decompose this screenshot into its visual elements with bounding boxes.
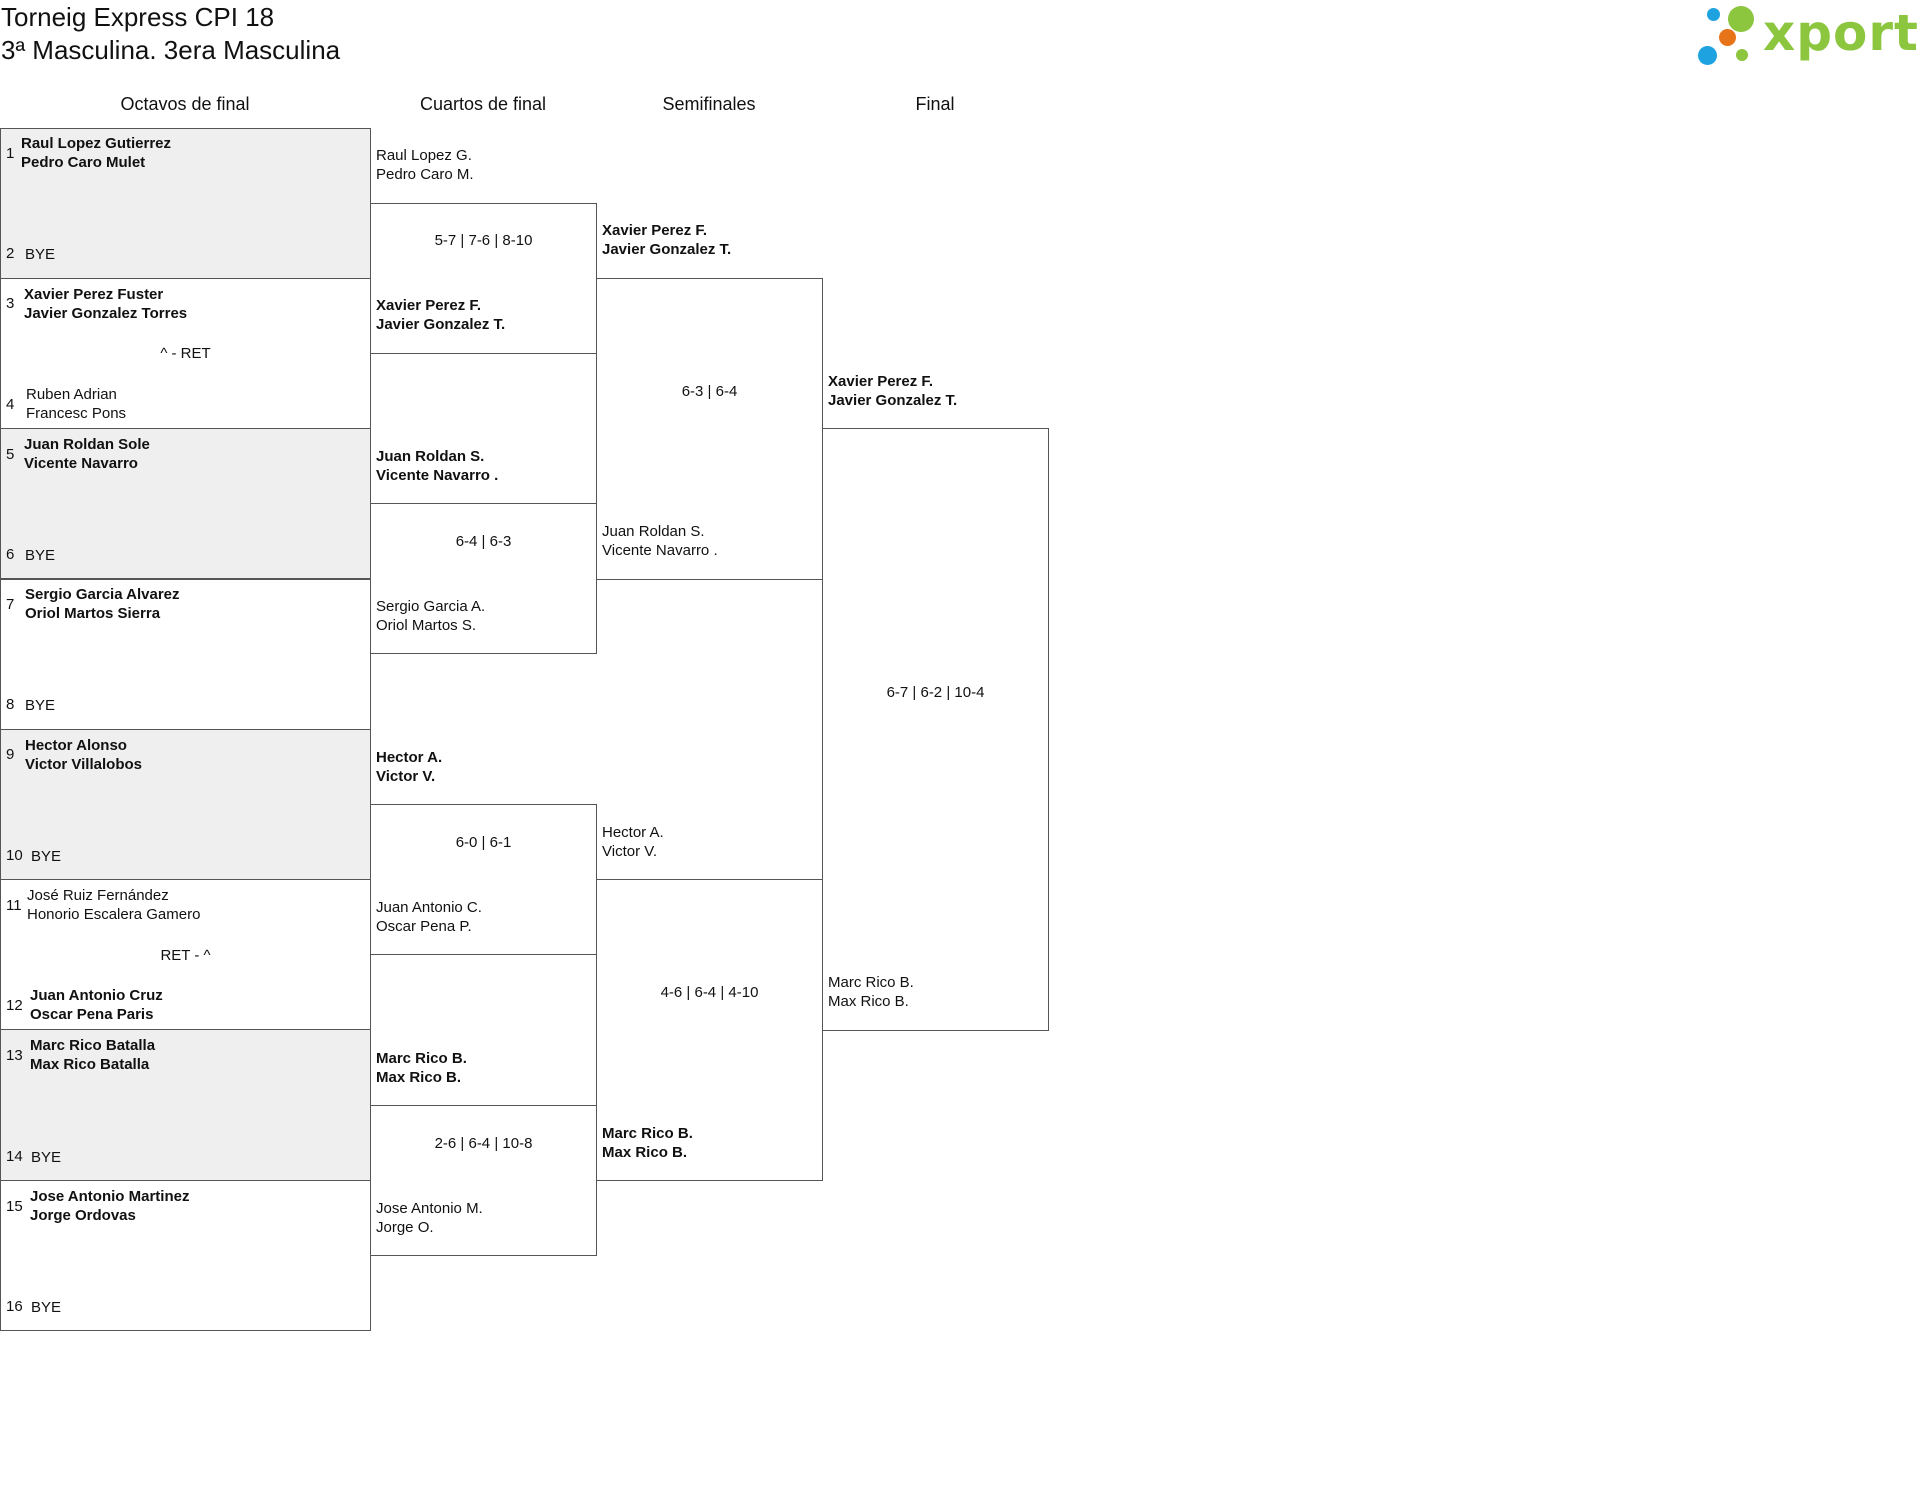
match-score: 4-6 | 6-4 | 4-10 <box>660 984 759 1001</box>
bye-entry: BYE <box>31 848 62 865</box>
seed-number: 4 <box>6 396 15 413</box>
team-entry: Juan Antonio C.Oscar Pena P. <box>376 899 482 935</box>
tournament-title: Torneig Express CPI 18 <box>1 2 275 32</box>
bye-entry: BYE <box>25 547 56 564</box>
team-entry: Xavier Perez F.Javier Gonzalez T. <box>376 297 506 333</box>
seed-number: 16 <box>6 1298 23 1315</box>
seed-number: 14 <box>6 1148 23 1165</box>
seed-number: 11 <box>6 897 22 914</box>
seed-number: 1 <box>6 145 15 162</box>
match-score: ^ - RET <box>160 345 211 362</box>
team-entry: Xavier Perez F.Javier Gonzalez T. <box>602 222 732 258</box>
match-score: 5-7 | 7-6 | 8-10 <box>434 232 533 249</box>
bye-entry: BYE <box>25 697 56 714</box>
seed-number: 3 <box>6 295 15 312</box>
team-entry: Sergio Garcia A.Oriol Martos S. <box>376 598 486 634</box>
octavos-match-3 <box>0 428 371 579</box>
bye-entry: BYE <box>25 246 56 263</box>
team-entry: Hector A.Victor V. <box>602 824 664 860</box>
round-header-semis: Semifinales <box>662 94 756 114</box>
team-entry: Juan Roldan S.Vicente Navarro . <box>602 523 718 559</box>
match-score: 6-0 | 6-1 <box>455 834 512 851</box>
seed-number: 6 <box>6 546 15 563</box>
logo-dot-green-small <box>1736 49 1748 61</box>
team-entry: Raul Lopez G.Pedro Caro M. <box>376 147 474 183</box>
xporty-logo: xporty <box>1695 2 1920 68</box>
logo-dot-green <box>1728 6 1754 32</box>
match-score: 6-7 | 6-2 | 10-4 <box>886 684 985 701</box>
team-entry: Juan Roldan S.Vicente Navarro . <box>376 448 499 484</box>
logo-text: xporty <box>1763 4 1920 62</box>
round-header-cuartos: Cuartos de final <box>419 94 547 114</box>
team-entry: Marc Rico B.Max Rico B. <box>828 974 914 1010</box>
team-entry: Hector A.Victor V. <box>376 749 443 785</box>
seed-number: 15 <box>6 1198 23 1215</box>
seed-number: 2 <box>6 245 15 262</box>
seed-number: 8 <box>6 696 15 713</box>
round-header-octavos: Octavos de final <box>120 94 250 114</box>
octavos-match-1 <box>0 128 371 279</box>
category-title: 3ª Masculina. 3era Masculina <box>1 35 341 65</box>
logo-dot-blue-small <box>1707 8 1720 21</box>
team-entry: Marc Rico B.Max Rico B. <box>602 1125 693 1161</box>
seed-number: 10 <box>6 847 23 864</box>
match-score: 2-6 | 6-4 | 10-8 <box>434 1135 533 1152</box>
seed-number: 7 <box>6 596 15 613</box>
seed-number: 9 <box>6 746 15 763</box>
bye-entry: BYE <box>31 1299 62 1316</box>
team-entry: Marc Rico B.Max Rico B. <box>376 1050 467 1086</box>
logo-dot-blue <box>1698 46 1717 65</box>
round-header-final: Final <box>915 94 955 114</box>
seed-number: 13 <box>6 1047 23 1064</box>
match-score: 6-3 | 6-4 <box>681 383 738 400</box>
team-entry: Xavier Perez F.Javier Gonzalez T. <box>828 373 958 409</box>
seed-number: 12 <box>6 997 23 1014</box>
octavos-match-7 <box>0 1029 371 1181</box>
seed-number: 5 <box>6 446 15 463</box>
final-match <box>822 428 1049 1031</box>
octavos-match-5 <box>0 729 371 880</box>
match-score: RET - ^ <box>160 947 211 964</box>
match-score: 6-4 | 6-3 <box>455 533 512 550</box>
logo-dot-orange <box>1719 29 1736 46</box>
bye-entry: BYE <box>31 1149 62 1166</box>
team-entry: Jose Antonio M.Jorge O. <box>376 1200 483 1236</box>
